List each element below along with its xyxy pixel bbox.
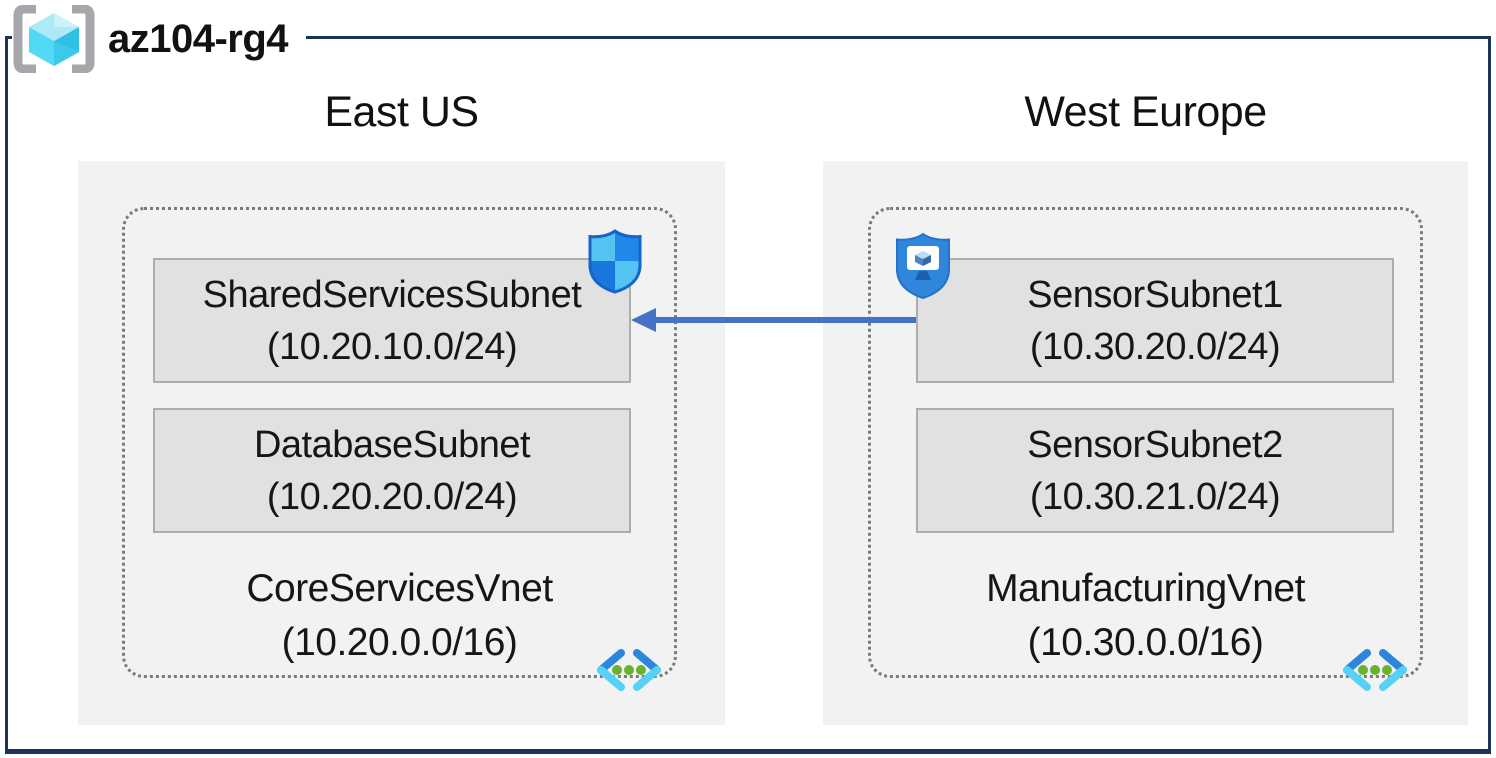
region-box-west-europe: SensorSubnet1 (10.30.20.0/24) SensorSubn… (823, 161, 1468, 725)
vnet-box-coreservicesvnet: SharedServicesSubnet (10.20.10.0/24) Dat… (122, 207, 677, 691)
subnet-box-sensorsubnet2: SensorSubnet2 (10.30.21.0/24) (916, 408, 1394, 533)
vnet-cidr: (10.30.0.0/16) (1027, 621, 1264, 664)
resource-group-header: az104-rg4 (12, 5, 307, 73)
peering-arrow (631, 308, 916, 332)
subnet-name: DatabaseSubnet (253, 423, 531, 466)
vnet-name: CoreServicesVnet (246, 567, 553, 610)
resource-group-icon (13, 5, 95, 73)
region-label-east-us: East US (324, 88, 479, 136)
subnet-box-sharedservicessubnet: SharedServicesSubnet (10.20.10.0/24) (153, 258, 631, 383)
resource-group-title: az104-rg4 (108, 17, 289, 61)
vnet-label-coreservicesvnet: CoreServicesVnet (10.20.0.0/16) (125, 562, 674, 670)
region-label-west-europe: West Europe (1024, 88, 1267, 136)
subnet-name: SharedServicesSubnet (202, 273, 582, 316)
subnet-box-sensorsubnet1: SensorSubnet1 (10.30.20.0/24) (916, 258, 1394, 383)
subnet-box-databasesubnet: DatabaseSubnet (10.20.20.0/24) (153, 408, 631, 533)
subnet-cidr: (10.20.10.0/24) (266, 325, 518, 368)
subnet-cidr: (10.30.21.0/24) (1029, 475, 1281, 518)
subnet-name: SensorSubnet1 (1027, 273, 1283, 316)
virtual-network-icon (597, 649, 661, 691)
subnet-cidr: (10.20.20.0/24) (266, 475, 518, 518)
vnet-cidr: (10.20.0.0/16) (281, 621, 518, 664)
resource-group-frame (5, 36, 1491, 754)
network-security-group-shield-icon (588, 229, 642, 294)
vnet-box-manufacturingvnet: SensorSubnet1 (10.30.20.0/24) SensorSubn… (868, 207, 1423, 691)
subnet-cidr: (10.30.20.0/24) (1029, 325, 1281, 368)
subnet-name: SensorSubnet2 (1027, 423, 1283, 466)
application-security-group-shield-icon (896, 232, 950, 300)
region-box-east-us: SharedServicesSubnet (10.20.10.0/24) Dat… (78, 161, 725, 725)
virtual-network-icon (1343, 649, 1407, 691)
vnet-label-manufacturingvnet: ManufacturingVnet (10.30.0.0/16) (871, 562, 1420, 670)
vnet-name: ManufacturingVnet (986, 567, 1305, 610)
